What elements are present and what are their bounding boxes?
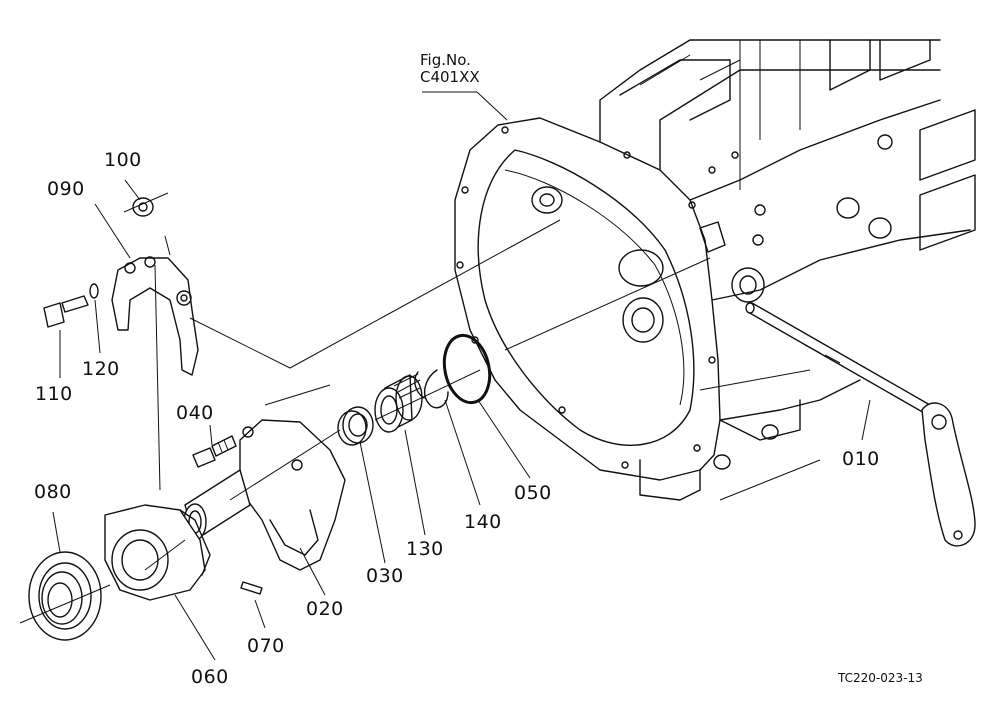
- part-label-040[interactable]: 040: [176, 402, 214, 424]
- release-hub-020: [183, 419, 346, 571]
- figure-reference-line1: Fig.No.: [420, 51, 471, 69]
- part-label-020[interactable]: 020: [306, 598, 344, 620]
- release-bearing-080: [28, 551, 102, 641]
- bolt-040: [192, 435, 237, 468]
- needle-bearing-130: [374, 373, 423, 433]
- part-label-050[interactable]: 050: [514, 482, 552, 504]
- washer-120: [89, 283, 99, 299]
- part-label-070[interactable]: 070: [247, 635, 285, 657]
- assembly-lines: [19, 40, 821, 624]
- oil-seal-030: [337, 406, 374, 446]
- part-label-100[interactable]: 100: [104, 149, 142, 171]
- part-label-080[interactable]: 080: [34, 481, 72, 503]
- pin-070: [240, 581, 263, 595]
- part-label-090[interactable]: 090: [47, 178, 85, 200]
- release-hub-060: [104, 504, 211, 601]
- bolt-110: [43, 295, 89, 328]
- part-label-010[interactable]: 010: [842, 448, 880, 470]
- leader-lines: [52, 91, 871, 661]
- part-label-110[interactable]: 110: [35, 383, 73, 405]
- part-label-140[interactable]: 140: [464, 511, 502, 533]
- transmission-housing: [454, 39, 976, 501]
- o-ring-050: [442, 333, 492, 405]
- drawing-code: TC220-023-13: [838, 671, 923, 685]
- part-label-130[interactable]: 130: [406, 538, 444, 560]
- part-label-030[interactable]: 030: [366, 565, 404, 587]
- part-label-060[interactable]: 060: [191, 666, 229, 688]
- figure-reference: Fig.No. C401XX: [420, 51, 480, 87]
- snap-ring-140: [414, 369, 449, 409]
- part-label-120[interactable]: 120: [82, 358, 120, 380]
- shift-shaft-010: [745, 302, 976, 547]
- shift-fork-090: [111, 256, 199, 376]
- figure-reference-line2: C401XX: [420, 68, 480, 87]
- nut-100: [132, 197, 154, 217]
